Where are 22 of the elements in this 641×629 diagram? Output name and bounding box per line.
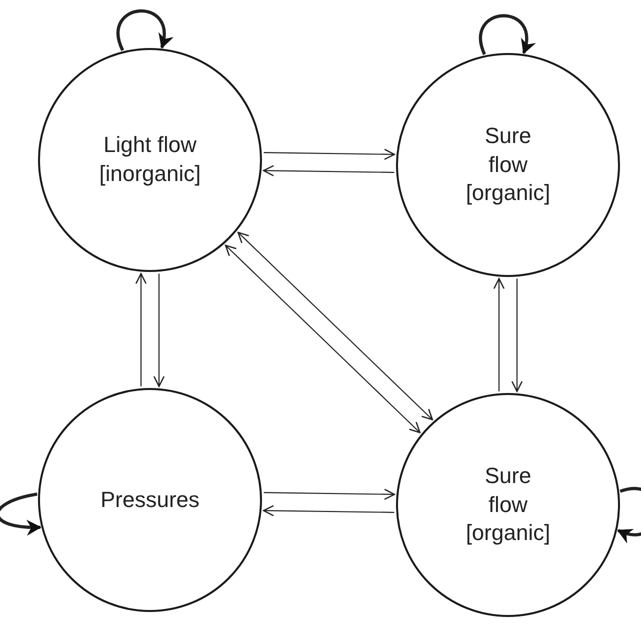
arrow	[224, 244, 421, 434]
state-label: Sure flow [organic]	[466, 462, 550, 548]
self-loop-arrow	[116, 9, 172, 51]
self-loop-arrow	[0, 492, 42, 536]
arrow	[135, 273, 147, 386]
state-circle	[396, 53, 620, 277]
arrow	[264, 488, 396, 500]
arrow	[511, 278, 523, 392]
state-circle	[38, 388, 262, 612]
arrow	[237, 232, 434, 420]
arrow	[262, 505, 394, 516]
arrow	[153, 274, 165, 387]
state-label: Light flow [inorganic]	[98, 131, 202, 188]
state-label: Pressures	[100, 486, 200, 514]
state-circle	[396, 393, 620, 617]
arrow	[493, 278, 505, 392]
state-label: Sure flow [organic]	[466, 122, 550, 208]
self-loop-arrow	[479, 14, 535, 55]
state-circle	[38, 48, 262, 272]
arrow	[264, 148, 396, 160]
self-loop-arrow	[617, 487, 641, 542]
arrow	[262, 165, 394, 176]
